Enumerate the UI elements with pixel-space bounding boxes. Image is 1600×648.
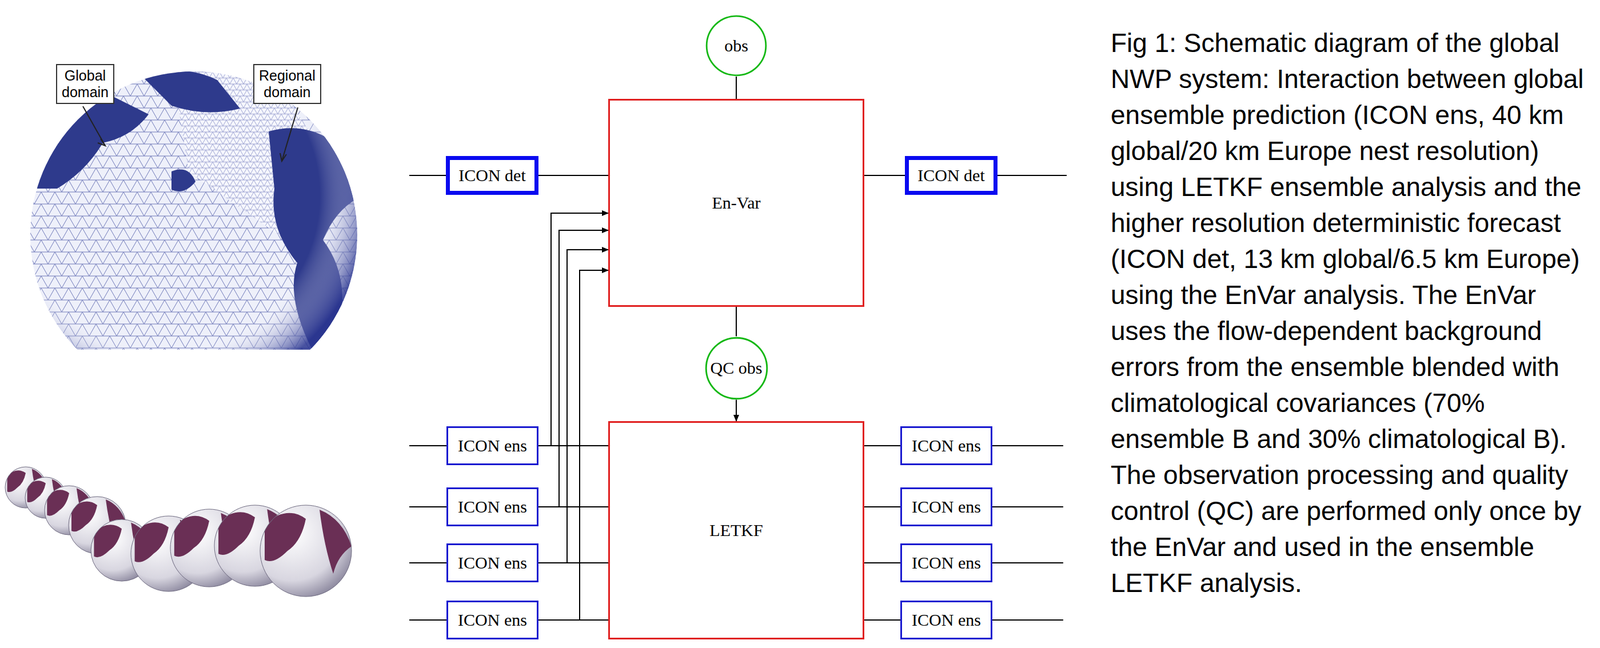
node-text: ICON ens xyxy=(457,436,528,456)
ensemble-box: ICON ens xyxy=(446,487,539,527)
ensemble-box: ICON ens xyxy=(900,600,993,640)
node-text: ICON det xyxy=(458,165,526,186)
node-text: ICON ens xyxy=(911,553,981,573)
globe xyxy=(22,50,368,350)
connector xyxy=(864,562,901,564)
ensemble-box: ICON ens xyxy=(900,426,993,466)
leader-arrowhead xyxy=(280,153,287,162)
node-text: ICON ens xyxy=(457,497,528,517)
node-text: ICON ens xyxy=(457,610,528,630)
connector xyxy=(538,270,609,621)
node-text: ICON ens xyxy=(911,610,981,630)
connector xyxy=(864,445,901,447)
domain-label: Global domain xyxy=(56,64,115,105)
connector xyxy=(538,230,609,508)
deterministic-box: ICON det xyxy=(904,156,998,195)
caption: Fig 1: Schematic diagram of the global N… xyxy=(1110,25,1597,602)
connector xyxy=(735,306,737,337)
ensemble-globes xyxy=(5,467,352,597)
obs-circle: obs xyxy=(705,14,768,77)
connector xyxy=(864,506,901,508)
node-text: QC obs xyxy=(710,358,763,378)
connector xyxy=(538,213,609,446)
node-text: Global domain xyxy=(61,67,109,101)
analysis-box: En-Var xyxy=(608,98,865,307)
ensemble-box: ICON ens xyxy=(446,426,539,466)
node-text: ICON ens xyxy=(911,497,981,517)
node-text: En-Var xyxy=(712,193,761,213)
domain-label: Regional domain xyxy=(253,64,322,105)
leader-arrowhead xyxy=(97,138,106,146)
ensemble-box: ICON ens xyxy=(900,487,993,527)
ensemble-box: ICON ens xyxy=(900,543,993,583)
ensemble-box: ICON ens xyxy=(446,543,539,583)
connector xyxy=(864,619,901,621)
analysis-box: LETKF xyxy=(608,421,865,640)
connector xyxy=(735,400,737,422)
leader-line xyxy=(281,107,298,162)
ensemble-box: ICON ens xyxy=(446,600,539,640)
node-text: Regional domain xyxy=(258,67,316,101)
connector xyxy=(538,249,609,564)
node-text: ICON det xyxy=(917,165,985,186)
connector xyxy=(538,174,609,177)
connector xyxy=(864,174,905,177)
node-text: ICON ens xyxy=(457,553,528,573)
node-text: obs xyxy=(724,36,749,56)
connector xyxy=(735,76,737,99)
node-text: LETKF xyxy=(709,520,763,541)
deterministic-box: ICON det xyxy=(445,156,539,195)
leader-line xyxy=(82,106,106,146)
node-text: ICON ens xyxy=(911,436,981,456)
qc-circle: QC obs xyxy=(704,336,769,401)
